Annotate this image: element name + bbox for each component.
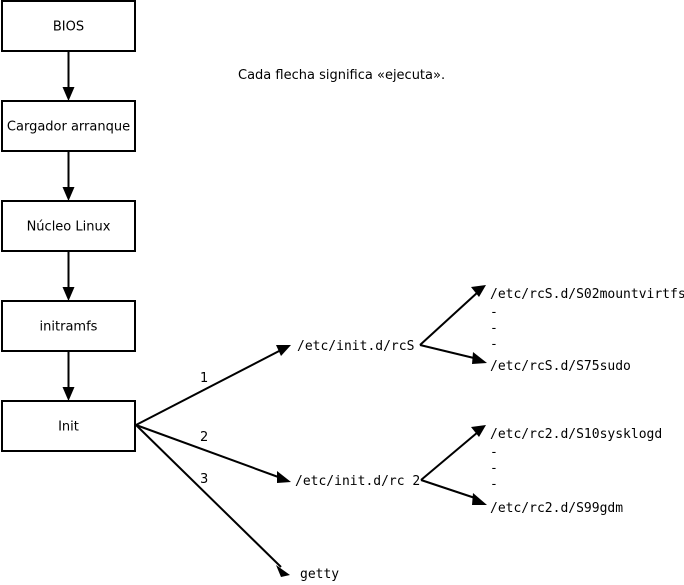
arrow-kernel-to-initramfs-head <box>62 287 75 301</box>
branch-number-2: 2 <box>200 430 208 445</box>
target-label-rc2: /etc/init.d/rc 2 <box>295 474 420 489</box>
rcS-arrow-first-head <box>471 285 486 297</box>
rc2-ellipsis-2: - <box>490 461 498 476</box>
arrow-kernel-to-initramfs <box>62 251 75 301</box>
rc2-arrow-last-head <box>472 493 487 505</box>
rc2-script-first: /etc/rc2.d/S10sysklogd <box>490 427 662 442</box>
branch-number-3: 3 <box>200 472 208 487</box>
target-label-rcS: /etc/init.d/rcS <box>297 339 414 354</box>
rcS-arrow-first <box>419 285 486 346</box>
rc2-arrow-first-head <box>471 425 486 437</box>
arrow-initramfs-to-init <box>62 351 75 401</box>
rcS-ellipsis-3: - <box>490 337 498 352</box>
branch-2-head <box>277 471 291 483</box>
branch-1-line <box>135 348 284 426</box>
node-bootloader: Cargador arranque <box>1 100 136 152</box>
node-bios: BIOS <box>1 0 136 52</box>
init-branches-group: 1 2 3 /etc/init.d/rcS /etc/init.d/rc 2 g… <box>135 339 420 582</box>
rcS-scripts-group: /etc/rcS.d/S02mountvirtfs - - - /etc/rcS… <box>419 285 684 374</box>
branch-2-line <box>135 424 282 479</box>
branch-number-1: 1 <box>200 371 208 386</box>
rcS-ellipsis-1: - <box>490 305 498 320</box>
rcS-arrow-last-line <box>419 344 479 360</box>
node-init-label: Init <box>58 420 79 435</box>
node-initramfs: initramfs <box>1 300 136 352</box>
branch-2-to-rc2 <box>135 424 291 483</box>
node-kernel-label: Núcleo Linux <box>27 220 111 235</box>
node-kernel: Núcleo Linux <box>1 200 136 252</box>
target-label-getty: getty <box>300 567 339 582</box>
branch-1-to-rcS <box>135 345 291 426</box>
rc2-script-last: /etc/rc2.d/S99gdm <box>490 501 623 516</box>
vertical-arrows-group <box>62 51 75 401</box>
rcS-arrow-first-line <box>419 291 479 346</box>
rcS-arrow-last <box>419 344 487 364</box>
arrow-bios-to-bootloader <box>62 51 75 101</box>
node-bios-rect <box>1 0 136 52</box>
rc2-arrow-last-line <box>420 479 479 500</box>
node-initramfs-label: initramfs <box>40 320 98 335</box>
branch-3-line <box>135 424 282 568</box>
branch-1-head <box>276 345 291 356</box>
diagram-caption: Cada flecha significa «ejecuta». <box>238 68 445 83</box>
rcS-script-last: /etc/rcS.d/S75sudo <box>490 359 631 374</box>
branch-3-to-getty <box>135 424 290 577</box>
rc2-arrow-first-line <box>420 431 479 481</box>
node-bios-label: BIOS <box>53 20 84 35</box>
node-bootloader-label: Cargador arranque <box>7 120 130 135</box>
rcS-script-first: /etc/rcS.d/S02mountvirtfs <box>490 287 684 302</box>
node-init-rect <box>1 400 136 452</box>
rc2-ellipsis-3: - <box>490 477 498 492</box>
branch-3-head <box>276 565 290 577</box>
node-init: Init <box>1 400 136 452</box>
rcS-arrow-last-head <box>472 352 487 364</box>
rc2-arrow-first <box>420 425 486 481</box>
rc2-scripts-group: /etc/rc2.d/S10sysklogd - - - /etc/rc2.d/… <box>420 425 662 516</box>
arrow-initramfs-to-init-head <box>62 387 75 401</box>
arrow-bootloader-to-kernel-head <box>62 187 75 201</box>
arrow-bootloader-to-kernel <box>62 151 75 201</box>
boot-chain-group: BIOS Cargador arranque Núcleo Linux init… <box>1 0 136 452</box>
rc2-ellipsis-1: - <box>490 445 498 460</box>
arrow-bios-to-bootloader-head <box>62 87 75 101</box>
rc2-arrow-last <box>420 479 487 505</box>
node-kernel-rect <box>1 200 136 252</box>
rcS-ellipsis-2: - <box>490 321 498 336</box>
